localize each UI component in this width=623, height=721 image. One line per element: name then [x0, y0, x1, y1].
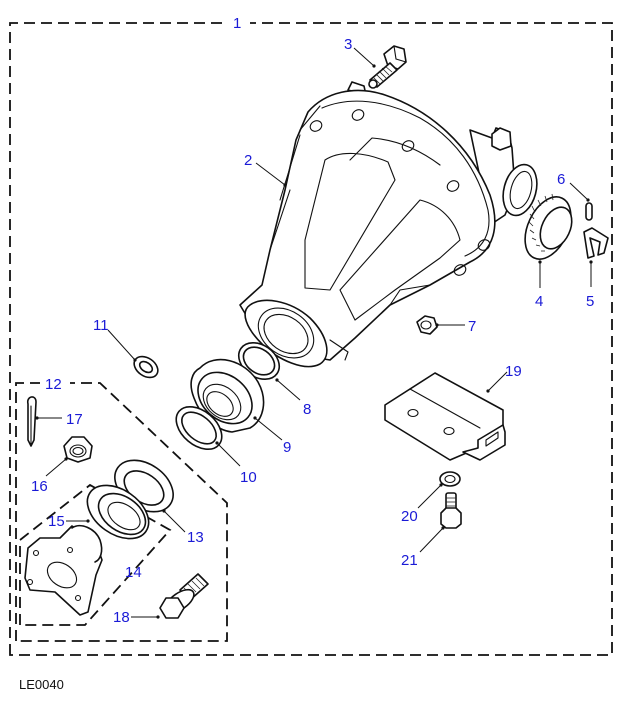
part-adjuster-ring-4 [524, 193, 573, 260]
callout-4: 4 [535, 293, 543, 310]
callout-17: 17 [66, 411, 83, 428]
callout-3: 3 [344, 36, 352, 53]
callout-7: 7 [468, 318, 476, 335]
callout-5: 5 [586, 293, 594, 310]
callout-12: 12 [45, 376, 62, 393]
part-nut-7 [416, 315, 438, 335]
callout-14: 14 [125, 564, 142, 581]
leader-lines [35, 47, 593, 619]
diagram-reference-code: LE0040 [19, 677, 64, 692]
callout-18: 18 [113, 609, 130, 626]
flange-kit-boundary [15, 373, 228, 642]
callout-6: 6 [557, 171, 565, 188]
callout-15: 15 [48, 513, 65, 530]
part-flange-nut-16 [63, 436, 93, 463]
part-split-pin-17 [26, 396, 37, 447]
assembly-boundary [9, 12, 613, 656]
flange-sub-kit-boundary [19, 483, 172, 626]
part-bracket-bolt-21 [440, 492, 462, 529]
callout-19: 19 [505, 363, 522, 380]
callout-11: 11 [93, 317, 109, 334]
part-flange-bolt-18 [159, 573, 209, 619]
part-bracket-washer-20 [439, 471, 461, 487]
part-lock-tab-5 [583, 227, 609, 259]
part-washer-11 [133, 355, 159, 379]
callout-21: 21 [401, 552, 418, 569]
callout-2: 2 [244, 152, 252, 169]
callout-20: 20 [401, 508, 418, 525]
part-roll-pin-6 [585, 202, 593, 221]
callout-13: 13 [187, 529, 204, 546]
callout-9: 9 [283, 439, 291, 456]
callout-8: 8 [303, 401, 311, 418]
callout-10: 10 [240, 469, 257, 486]
callout-1: 1 [233, 15, 241, 32]
part-bolt-3 [368, 45, 407, 89]
part-seal-10 [175, 406, 223, 450]
part-mounting-bracket-19 [384, 372, 506, 461]
part-housing-2 [239, 81, 538, 368]
callout-16: 16 [31, 478, 48, 495]
part-flange-15 [24, 484, 150, 616]
